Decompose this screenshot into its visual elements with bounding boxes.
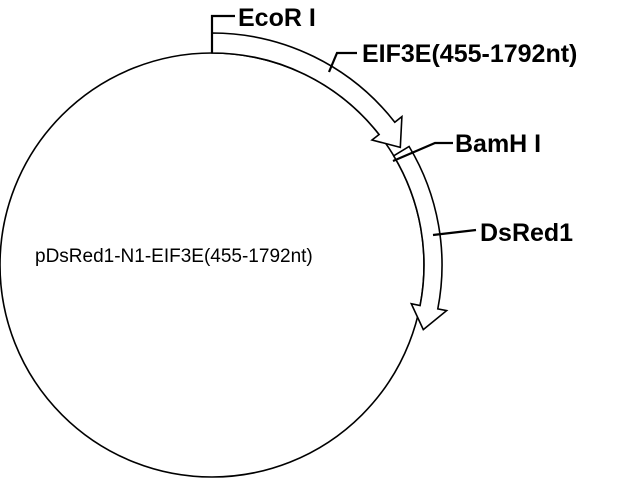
reporter-feature-arrow [392,145,449,331]
bamhi-site-marker [392,141,453,163]
insert-feature-arrow [211,32,403,149]
bamhi-site-label: BamH I [455,130,541,158]
reporter-feature-label: DsRed1 [480,219,573,247]
ecori-site-label: EcoR I [238,4,316,32]
plasmid-name: pDsRed1-N1-EIF3E(455-1792nt) [35,246,313,267]
insert-feature-leader [327,51,357,73]
ecori-site-marker [210,14,235,53]
insert-feature-label: EIF3E(455-1792nt) [362,40,577,68]
reporter-feature-leader [432,228,477,237]
